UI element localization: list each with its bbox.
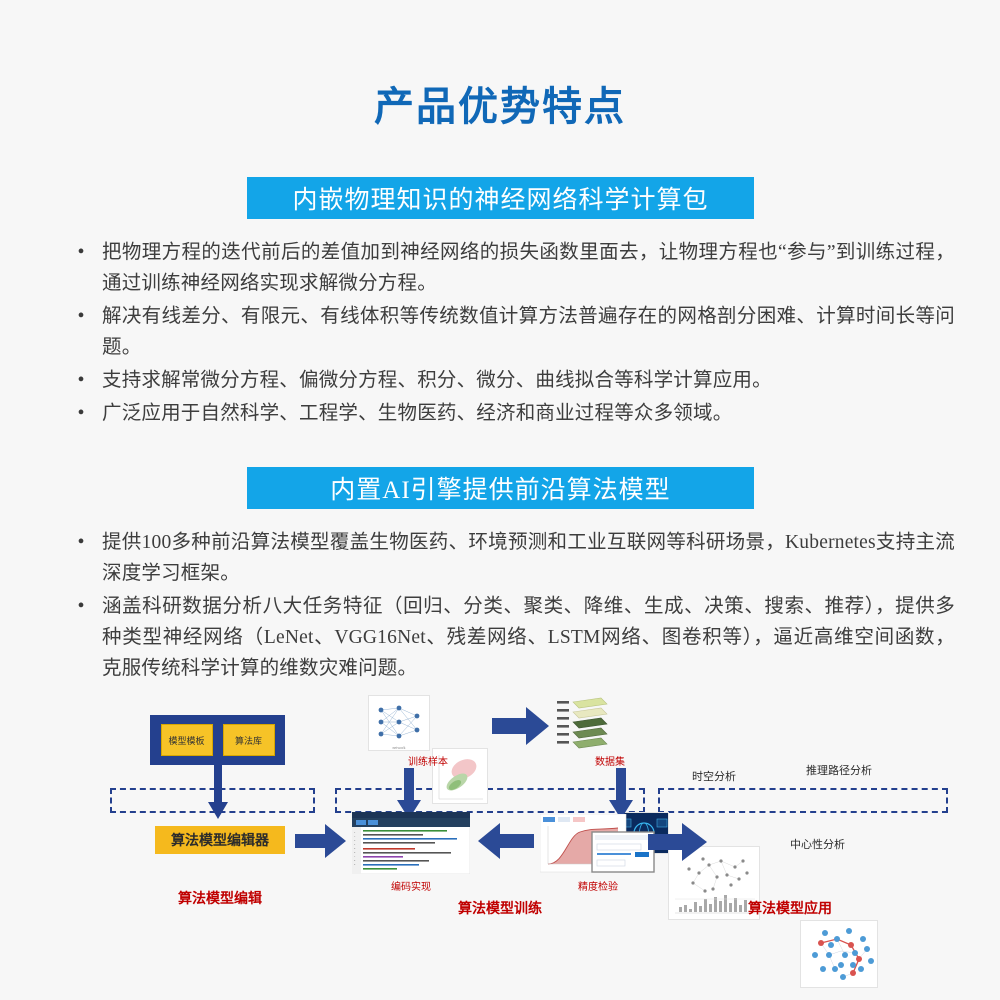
section-band-1: 内嵌物理知识的神经网络科学计算包 (247, 177, 754, 219)
label-training-sample: 训练样本 (408, 757, 448, 768)
svg-text:9: 9 (354, 863, 356, 866)
svg-text:8: 8 (354, 859, 356, 862)
button-algorithm-model-editor[interactable]: 算法模型编辑器 (155, 826, 285, 854)
bullet-text: 支持求解常微分方程、偏微分方程、积分、微分、曲线拟合等科学计算应用。 (102, 370, 772, 391)
stage-label-apply: 算法模型应用 (748, 900, 832, 916)
label-inference-path: 推理路径分析 (806, 765, 872, 777)
chip-model-template[interactable]: 模型模板 (160, 724, 213, 756)
dashed-group-apply (658, 788, 948, 813)
svg-text:7: 7 (354, 855, 356, 858)
list-item: • 提供100多种前沿算法模型覆盖生物医药、环境预测和工业互联网等科研场景，Ku… (60, 527, 955, 589)
bullet-text: 提供100多种前沿算法模型覆盖生物医药、环境预测和工业互联网等科研场景，Kube… (102, 532, 955, 584)
bullet-text: 广泛应用于自然科学、工程学、生物医药、经济和商业过程等众多领域。 (102, 403, 733, 424)
svg-text:3: 3 (354, 839, 356, 842)
workflow-diagram: 模型模板 算法库 network (0, 690, 1000, 988)
bullet-list-2: • 提供100多种前沿算法模型覆盖生物医药、环境预测和工业互联网等科研场景，Ku… (60, 527, 955, 686)
bullet-text: 解决有线差分、有限元、有线体积等传统数值计算方法普遍存在的网格剖分困难、计算时间… (102, 306, 955, 358)
arrow-left-icon (478, 823, 534, 859)
svg-text:1: 1 (354, 831, 356, 834)
svg-text:6: 6 (354, 851, 356, 854)
page-title: 产品优势特点 (374, 85, 626, 129)
stage-label-train: 算法模型训练 (458, 900, 542, 916)
thumb-neural-network: network (368, 695, 430, 751)
svg-text:network: network (392, 745, 405, 750)
bullet-marker-icon: • (77, 305, 85, 327)
label-spatiotemporal: 时空分析 (692, 771, 736, 783)
list-item: • 广泛应用于自然科学、工程学、生物医药、经济和商业过程等众多领域。 (60, 398, 955, 429)
label-coding: 编码实现 (391, 882, 431, 893)
repository-panel: 模型模板 算法库 (150, 715, 285, 765)
svg-text:2: 2 (354, 835, 356, 838)
list-item: • 把物理方程的迭代前后的差值加到神经网络的损失函数里面去，让物理方程也“参与”… (60, 237, 955, 299)
svg-text:4: 4 (354, 843, 356, 846)
label-accuracy-check: 精度检验 (578, 882, 618, 893)
arrow-down-icon (609, 768, 633, 819)
thumb-dataset-layers (555, 694, 611, 750)
bullet-text: 把物理方程的迭代前后的差值加到神经网络的损失函数里面去，让物理方程也“参与”到训… (102, 242, 955, 294)
chip-algorithm-library[interactable]: 算法库 (222, 724, 275, 756)
dashed-group-edit (110, 788, 315, 813)
bullet-marker-icon: • (77, 531, 85, 553)
thumb-inference-path (800, 920, 878, 988)
label-centrality: 中心性分析 (790, 839, 845, 851)
list-item: • 涵盖科研数据分析八大任务特征（回归、分类、聚类、降维、生成、决策、搜索、推荐… (60, 591, 955, 684)
section-band-2: 内置AI引擎提供前沿算法模型 (247, 467, 754, 509)
bullet-marker-icon: • (77, 402, 85, 424)
arrow-down-icon (397, 768, 421, 819)
stage-label-edit: 算法模型编辑 (178, 890, 262, 906)
bullet-marker-icon: • (77, 595, 85, 617)
arrow-right-icon (295, 824, 346, 858)
arrow-right-icon (648, 823, 707, 861)
list-item: • 解决有线差分、有限元、有线体积等传统数值计算方法普遍存在的网格剖分困难、计算… (60, 301, 955, 363)
svg-text:5: 5 (354, 847, 356, 850)
bullet-list-1: • 把物理方程的迭代前后的差值加到神经网络的损失函数里面去，让物理方程也“参与”… (60, 237, 955, 431)
thumb-scatter-sample (432, 748, 488, 804)
dashed-group-train (335, 788, 645, 813)
bullet-marker-icon: • (77, 241, 85, 263)
list-item: • 支持求解常微分方程、偏微分方程、积分、微分、曲线拟合等科学计算应用。 (60, 365, 955, 396)
bullet-marker-icon: • (77, 369, 85, 391)
bullet-text: 涵盖科研数据分析八大任务特征（回归、分类、聚类、降维、生成、决策、搜索、推荐），… (102, 596, 955, 679)
thumb-accuracy-check (539, 813, 656, 876)
label-dataset: 数据集 (595, 757, 625, 768)
arrow-down-icon (208, 762, 228, 819)
arrow-right-icon (492, 707, 549, 745)
